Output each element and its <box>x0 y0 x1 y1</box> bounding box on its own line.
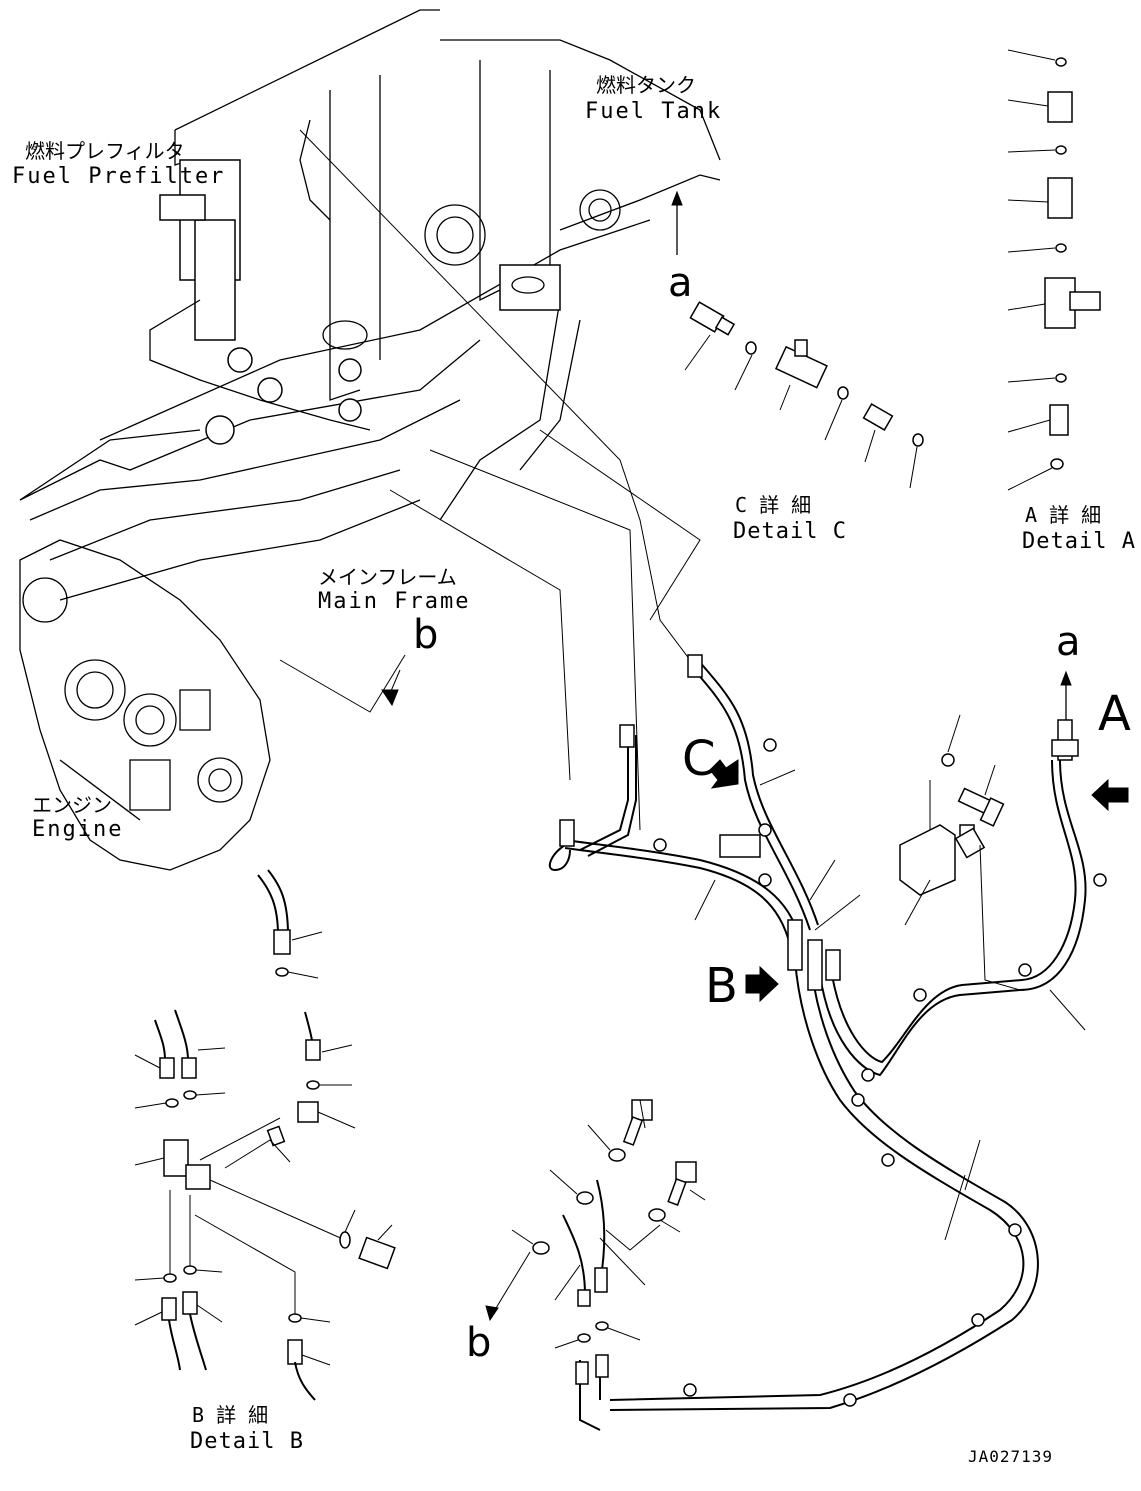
arrows <box>279 190 1129 1322</box>
hose-assembly <box>548 654 1107 1431</box>
detail-c-parts <box>684 301 924 489</box>
engine-drawing <box>19 539 271 871</box>
callout-a-top: a <box>668 260 693 306</box>
detail-a-parts <box>1007 49 1101 491</box>
fuel-tank-label-en: Fuel Tank <box>585 99 722 124</box>
detail-c-label-en: Detail C <box>733 519 847 544</box>
drawing-number: JA027139 <box>968 1447 1053 1466</box>
callout-a-right: a <box>1056 619 1081 665</box>
detail-a-label-jp: A 詳 細 <box>1025 503 1101 527</box>
prefilter-label-en: Fuel Prefilter <box>12 164 225 189</box>
main-frame-label-jp: メインフレーム <box>318 565 457 589</box>
detail-b-parts <box>134 869 396 1401</box>
text-labels: 燃料タンク Fuel Tank 燃料プレフィルタ Fuel Prefilter … <box>12 73 1136 1466</box>
detail-c-label-jp: C 詳 細 <box>735 493 811 517</box>
callout-b-bottom: b <box>466 1320 491 1366</box>
prefilter-label-jp: 燃料プレフィルタ <box>25 139 185 163</box>
engine-label-jp: エンジン <box>32 793 112 817</box>
main-frame-label-en: Main Frame <box>318 589 470 614</box>
detail-a-label-en: Detail A <box>1022 529 1136 554</box>
detail-b-label-en: Detail B <box>190 1429 304 1454</box>
fuel-tank-label-jp: 燃料タンク <box>596 73 696 97</box>
callout-view-b: B <box>705 958 738 1014</box>
callout-view-a: A <box>1098 686 1131 742</box>
main-frame-drawing <box>19 9 721 831</box>
callout-view-c: C <box>682 731 716 787</box>
arrow-c-marker <box>709 759 739 789</box>
detail-b-label-jp: B 詳 細 <box>192 1403 268 1427</box>
lower-b-detail-parts <box>511 1099 706 1385</box>
arrow-a-marker <box>1091 778 1129 812</box>
engine-label-en: Engine <box>32 817 123 842</box>
callout-b-frame: b <box>413 612 438 658</box>
arrow-b-marker <box>745 965 779 1003</box>
